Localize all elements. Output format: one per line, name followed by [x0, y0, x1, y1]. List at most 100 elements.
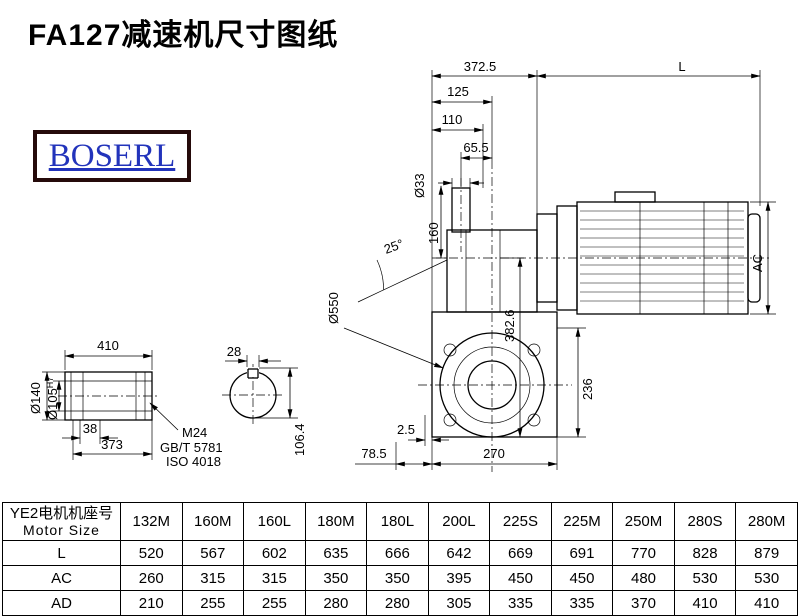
gearbox-housing [431, 187, 558, 438]
table-cell: 410 [673, 590, 737, 616]
dim-label-33: Ø33 [412, 173, 427, 198]
dim-label-110: 110 [442, 112, 463, 127]
table-cell: 350 [304, 565, 368, 591]
table-cell: 315 [243, 565, 306, 591]
page-title: FA127减速机尺寸图纸 [28, 19, 339, 52]
bolt-hole [443, 343, 457, 357]
table-cell: 305 [427, 590, 491, 616]
table-cell: 255 [243, 590, 306, 616]
dim-label-78-5: 78.5 [361, 446, 386, 461]
dim-label-270: 270 [483, 446, 505, 461]
col-header: 250M [612, 502, 675, 541]
label-std-gb: GB/T 5781 [160, 440, 223, 455]
motor-size-table: YE2电机机座号 Motor Size 132M 160M 160L 180M … [2, 502, 798, 616]
leader-m24 [149, 402, 179, 431]
shaft-body [64, 371, 153, 421]
table-cell: 315 [181, 565, 245, 591]
dim-label-65-5: 65.5 [463, 140, 488, 155]
dim-label-L: L [678, 59, 685, 74]
table-cell: 450 [550, 565, 614, 591]
dim-label-550: Ø550 [326, 292, 341, 324]
table-cell: 770 [612, 540, 675, 566]
keyway-mask [247, 367, 259, 377]
dimension-labels: 372.5 L 125 110 65.5 Ø33 160 25° Ø550 38… [28, 59, 765, 469]
dim-label-2-5: 2.5 [397, 422, 415, 437]
header-cn: YE2电机机座号 [9, 505, 114, 522]
table-cell: 666 [366, 540, 429, 566]
dim-label-410: 410 [97, 338, 119, 353]
col-header: 280S [673, 502, 737, 541]
col-header: 160L [243, 502, 306, 541]
bolt-circle [453, 346, 531, 424]
hollow-shaft-view [64, 371, 153, 421]
table-cell: 395 [427, 565, 491, 591]
dim-label-105: Ø105H7 [45, 377, 60, 420]
boserl-logo: BOSERL [33, 130, 191, 182]
table-cell: 530 [735, 565, 798, 591]
table-cell: 450 [489, 565, 552, 591]
table-cell: 350 [366, 565, 429, 591]
table-cell: 255 [181, 590, 245, 616]
table-cell: 530 [673, 565, 737, 591]
table-cell: 335 [489, 590, 552, 616]
dimension-drawing: 372.5 L 125 110 65.5 Ø33 160 25° Ø550 38… [28, 59, 776, 472]
motor-terminal-box [614, 191, 656, 203]
dimension-lines [44, 73, 771, 467]
bolt-hole [527, 343, 541, 357]
dim-label-236: 236 [580, 378, 595, 400]
col-header: 180L [366, 502, 429, 541]
table-cell: 480 [612, 565, 675, 591]
bolt-hole [443, 413, 457, 427]
dim-label-372-5: 372.5 [464, 59, 497, 74]
output-boss-circle [439, 332, 545, 438]
table-cell: 410 [735, 590, 798, 616]
table-row-L: L 520 567 602 635 666 642 669 691 770 82… [2, 540, 798, 566]
leader-550 [343, 327, 444, 369]
table-cell: 370 [612, 590, 675, 616]
table-cell: 669 [489, 540, 552, 566]
table-cell: 828 [673, 540, 737, 566]
dim-label-106-4: 106.4 [292, 423, 307, 456]
bolt-hole [527, 413, 541, 427]
boserl-logo-text: BOSERL [48, 137, 176, 174]
table-row-AD: AD 210 255 255 280 280 305 335 335 370 4… [2, 590, 798, 616]
col-header: 225M [550, 502, 614, 541]
table-cell: 335 [550, 590, 614, 616]
col-header: 225S [489, 502, 552, 541]
table-cell: 280 [304, 590, 368, 616]
table-cell: 635 [304, 540, 368, 566]
output-bore-circle [467, 360, 517, 410]
table-cell: 602 [243, 540, 306, 566]
col-header: 280M [735, 502, 798, 541]
col-header: 180M [304, 502, 368, 541]
row-header-motor-size: YE2电机机座号 Motor Size [2, 502, 121, 541]
row-header: AD [2, 590, 121, 616]
table-row-AC: AC 260 315 315 350 350 395 450 450 480 5… [2, 565, 798, 591]
table-cell: 210 [120, 590, 183, 616]
table-cell: 520 [120, 540, 183, 566]
dim-label-angle: 25° [382, 236, 406, 257]
col-header: 160M [181, 502, 245, 541]
dim-label-160: 160 [426, 222, 441, 244]
table-cell: 879 [735, 540, 798, 566]
table-cell: 691 [550, 540, 614, 566]
motor-fins [580, 210, 744, 302]
col-header: 200L [427, 502, 491, 541]
label-thread: M24 [182, 425, 207, 440]
dim-label-38: 38 [83, 421, 97, 436]
table-cell: 280 [366, 590, 429, 616]
dim-label-AC: AC [750, 254, 765, 272]
angle-arc [376, 259, 384, 290]
col-header: 132M [120, 502, 183, 541]
dim-label-28: 28 [227, 344, 241, 359]
table-header-row: YE2电机机座号 Motor Size 132M 160M 160L 180M … [2, 502, 798, 541]
table-cell: 642 [427, 540, 491, 566]
input-shaft [451, 187, 471, 233]
dim-label-140: Ø140 [28, 382, 43, 414]
table-cell: 567 [181, 540, 245, 566]
row-header: L [2, 540, 121, 566]
dim-label-382-6: 382.6 [502, 309, 517, 342]
housing-lower [431, 311, 558, 438]
dim-label-125: 125 [447, 84, 469, 99]
angle-leg [357, 259, 448, 303]
